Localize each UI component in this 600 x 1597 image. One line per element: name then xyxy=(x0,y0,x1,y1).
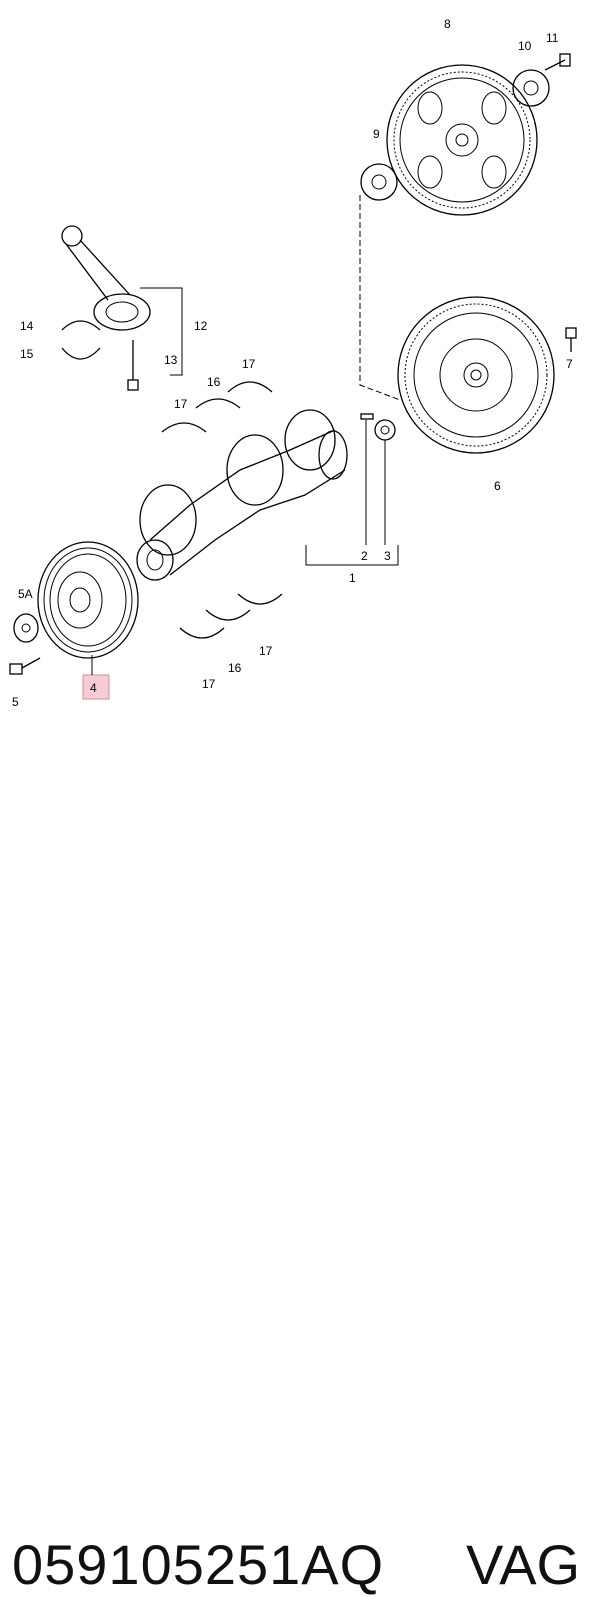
callout-1: 1 xyxy=(349,571,356,585)
callout-10: 10 xyxy=(518,39,532,53)
group-bracket xyxy=(140,287,183,376)
callout-6: 6 xyxy=(494,479,501,493)
exploded-parts-diagram: 8 10 11 9 14 15 12 13 17 16 17 7 6 2 3 1… xyxy=(9,17,577,709)
part-number: 059105251AQ xyxy=(12,1533,385,1596)
spacer-plate-part xyxy=(360,163,398,201)
callout-17-top-right: 17 xyxy=(242,357,256,371)
callout-17-bottom-right: 17 xyxy=(259,644,273,658)
main-bearing-shell-part xyxy=(161,422,207,433)
damper-bolt-part xyxy=(9,657,41,675)
callout-17-top-left: 17 xyxy=(174,397,188,411)
crank-gear-part xyxy=(318,430,348,480)
main-bearing-shell-part xyxy=(205,609,251,621)
main-bearing-shell-part xyxy=(179,627,225,639)
main-bearing-shell-part xyxy=(237,593,283,605)
bearing-shell-upper-part xyxy=(61,320,101,331)
callout-15: 15 xyxy=(20,347,34,361)
pin-part xyxy=(360,413,374,420)
connecting-rod-part xyxy=(61,225,151,331)
flywheel-part xyxy=(397,296,555,454)
crankshaft-part xyxy=(136,409,346,581)
bearing-shell-lower-part xyxy=(61,347,101,360)
callout-14: 14 xyxy=(20,319,34,333)
flexplate-part xyxy=(386,64,538,216)
caption-bar: 059105251AQ VAG xyxy=(0,760,600,1596)
callout-7: 7 xyxy=(566,357,573,371)
callout-11: 11 xyxy=(546,31,559,45)
brand-name: VAG xyxy=(466,1533,581,1596)
main-bearing-shell-part xyxy=(227,381,273,393)
flexplate-bolt-part xyxy=(544,53,571,71)
washer-plate-part xyxy=(512,69,550,107)
alignment-line xyxy=(359,195,401,401)
bushing-part xyxy=(374,419,396,441)
callout-8: 8 xyxy=(444,17,451,31)
callout-2: 2 xyxy=(361,549,368,563)
callout-4: 4 xyxy=(90,681,97,695)
callout-12: 12 xyxy=(194,319,208,333)
main-bearing-shell-part xyxy=(195,398,241,409)
callout-17-bottom-left: 17 xyxy=(202,677,216,691)
callout-3: 3 xyxy=(384,549,391,563)
damper-washer-part xyxy=(13,613,39,643)
callout-5a: 5A xyxy=(18,587,33,601)
rod-bolt-part xyxy=(127,340,139,391)
vibration-damper-part xyxy=(37,541,139,659)
callout-16-top: 16 xyxy=(207,375,221,389)
flywheel-bolt-part xyxy=(565,327,577,352)
group-bracket xyxy=(305,545,399,566)
callout-5: 5 xyxy=(12,695,19,709)
callout-16-bottom: 16 xyxy=(228,661,242,675)
callout-13: 13 xyxy=(164,353,178,367)
selected-part-highlight xyxy=(82,674,110,700)
callout-9: 9 xyxy=(373,127,380,141)
